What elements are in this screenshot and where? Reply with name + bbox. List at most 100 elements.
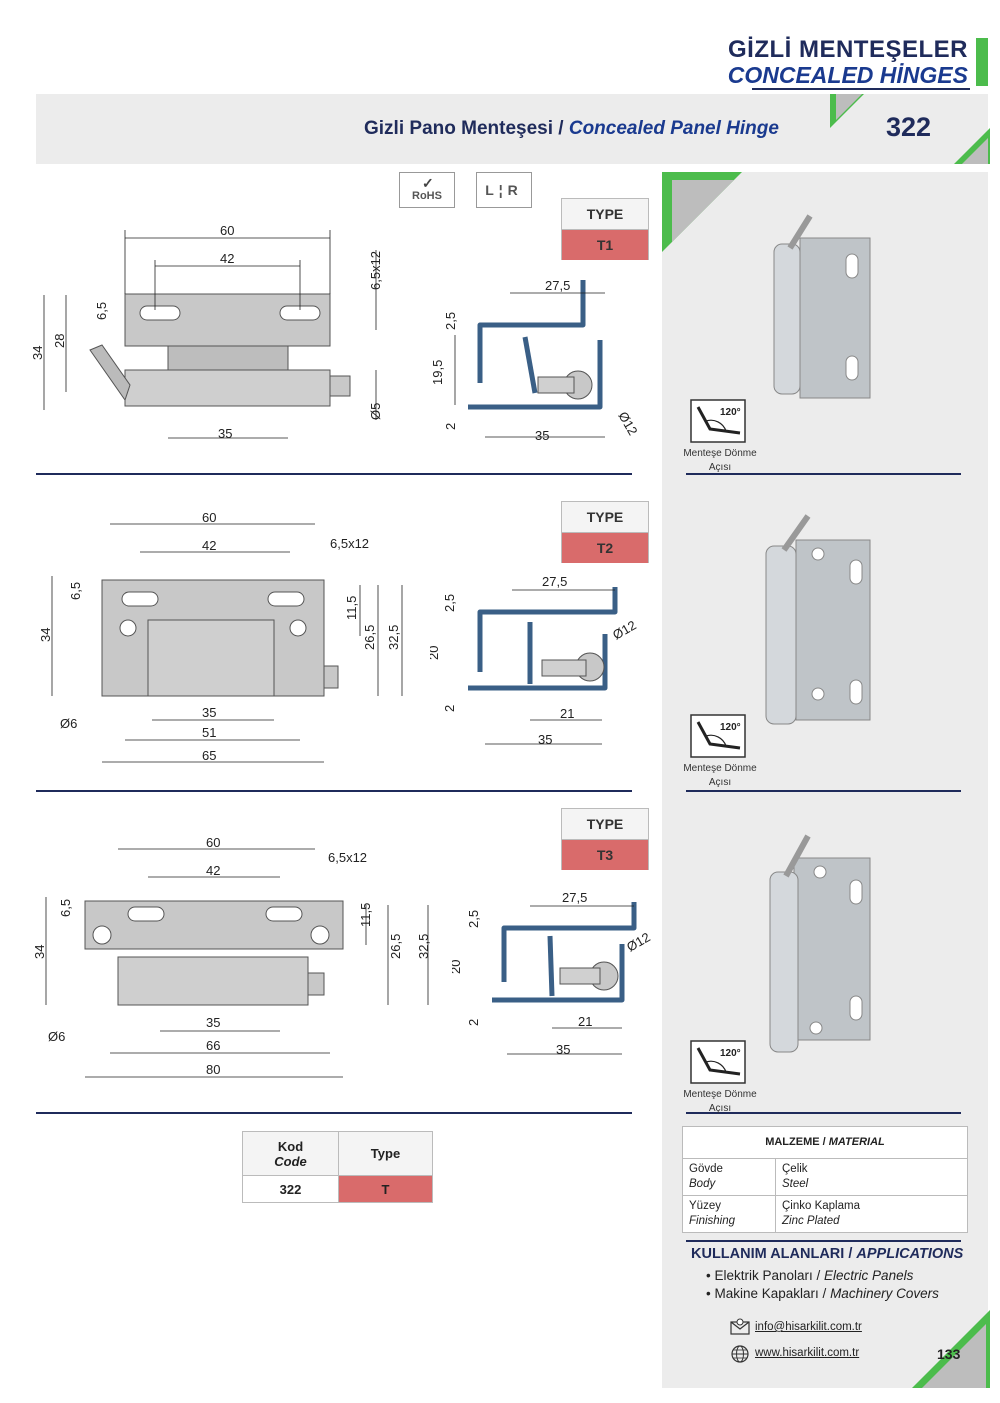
type-header-cell: Type [338,1131,433,1176]
round-hole [119,619,137,637]
page-number: 133 [937,1346,961,1362]
pin-shape [787,214,813,250]
rotation-label-line1: Menteşe Dönme [683,448,757,459]
side-profile [468,340,603,410]
slot-shape [849,879,863,905]
lr-divider-icon: ¦ [498,182,508,198]
slot-shape [849,995,863,1021]
dim-label: 35 [206,1015,220,1030]
application-en: Machinery Covers [830,1286,939,1301]
lr-right-label: R [507,182,523,198]
pivot-pin [559,967,601,985]
dim-label: 20 [452,960,463,974]
type-value: T1 [562,230,648,260]
dim-label: 32,5 [416,934,431,959]
pin-shape [781,514,811,552]
email-link[interactable]: info@hisarkilit.com.tr [755,1321,862,1333]
dim-label: 34 [30,346,45,360]
rotation-label-line2: Açısı [708,777,732,788]
rotation-label-line1: Menteşe Dönme [683,1089,757,1100]
dim-label: 2 [443,423,458,430]
dim-label: 20 [430,646,441,660]
lr-left-label: L [485,182,499,198]
side-arm [522,336,538,394]
band-corner-shade [836,94,862,120]
code-header-tr: Kod [277,1138,304,1154]
dim-label: 35 [538,732,552,747]
dim-label: 66 [206,1038,220,1053]
rotation-label-line1: Menteşe Dönme [683,763,757,774]
hinge-barrel [117,956,309,1006]
side-profile [492,944,625,1003]
dim-label: 27,5 [542,574,567,589]
dim-label: 21 [560,706,574,721]
hinge-leaf [84,900,344,950]
slot-hole [265,906,303,922]
material-title-en: MATERIAL [828,1136,885,1148]
type-header: TYPE [562,502,648,533]
dim-label: Ø12 [615,409,640,438]
t1-side-drawing: 27,5 2,5 19,5 2 35 Ø12 [430,278,641,443]
dim-label: 21 [578,1014,592,1029]
website-link[interactable]: www.hisarkilit.com.tr [755,1347,860,1359]
slot-hole [127,906,165,922]
hinge-body [167,345,289,371]
dim-label: 6,5 [68,582,83,600]
hole-shape [813,865,827,879]
dim-label: 6,5 [94,302,109,320]
dim-label: 42 [206,863,220,878]
section-divider-3 [36,1112,632,1114]
material-key: Gövde Body [682,1158,776,1196]
applications-title-en: APPLICATIONS [856,1246,964,1262]
hinge-wing [89,344,131,402]
code-header: Kod Code [242,1131,339,1176]
side-arm [547,935,555,997]
dim-label: 2 [466,1019,481,1026]
product-title-en: Concealed Panel Hinge [568,118,779,139]
round-hole [92,925,112,945]
header-accent-bar [976,38,988,86]
hole-shape [811,547,825,561]
email-icon [730,1318,750,1335]
round-hole [310,925,330,945]
material-key-tr: Yüzey [689,1200,721,1212]
application-item: • Makine Kapakları / Machinery Covers [706,1286,939,1301]
slot-hole [121,591,159,607]
header-rule [752,88,970,90]
round-hole [289,619,307,637]
product-number: 322 [886,112,932,142]
type-header: TYPE [562,199,648,230]
angle-value: 120° [720,722,741,733]
product-image-t1 [773,214,871,399]
dim-label: Ø12 [624,929,652,954]
material-value-en: Steel [782,1178,809,1190]
pivot-pin [541,659,587,677]
product-title-sep: / [553,118,569,139]
pivot-pin [537,376,575,394]
product-image-t2 [765,514,871,725]
dim-label: Ø6 [60,716,77,731]
slot-shape [849,559,863,585]
product-image-t3 [769,834,871,1053]
hinge-barrel-shape [773,243,801,395]
dim-label: 35 [202,705,216,720]
dim-label: 2 [442,705,457,712]
pin-head [307,972,325,996]
section-divider-2-right [686,790,961,792]
rotation-label-line2: Açısı [708,462,732,473]
dim-label: 11,5 [344,596,359,620]
t3-side-drawing: 27,5 2,5 20 2 21 35 Ø12 [452,890,652,1057]
rohs-label: RoHS [412,190,442,202]
side-profile [477,587,618,672]
dim-label: 60 [202,510,216,525]
product-title-tr: Gizli Pano Menteşesi [364,118,553,139]
panel-corner-shade-bottom [922,1324,986,1388]
header-title-tr: GİZLİ MENTEŞELER [727,36,968,63]
globe-icon [731,1345,749,1363]
t2-side-drawing: 27,5 2,5 20 2 21 35 Ø12 [430,574,639,747]
section-divider-2 [36,790,632,792]
dim-label: 2,5 [443,312,458,330]
dim-label: 34 [38,628,53,642]
dim-label: 6,5 [58,899,73,917]
angle-value: 120° [720,407,741,418]
